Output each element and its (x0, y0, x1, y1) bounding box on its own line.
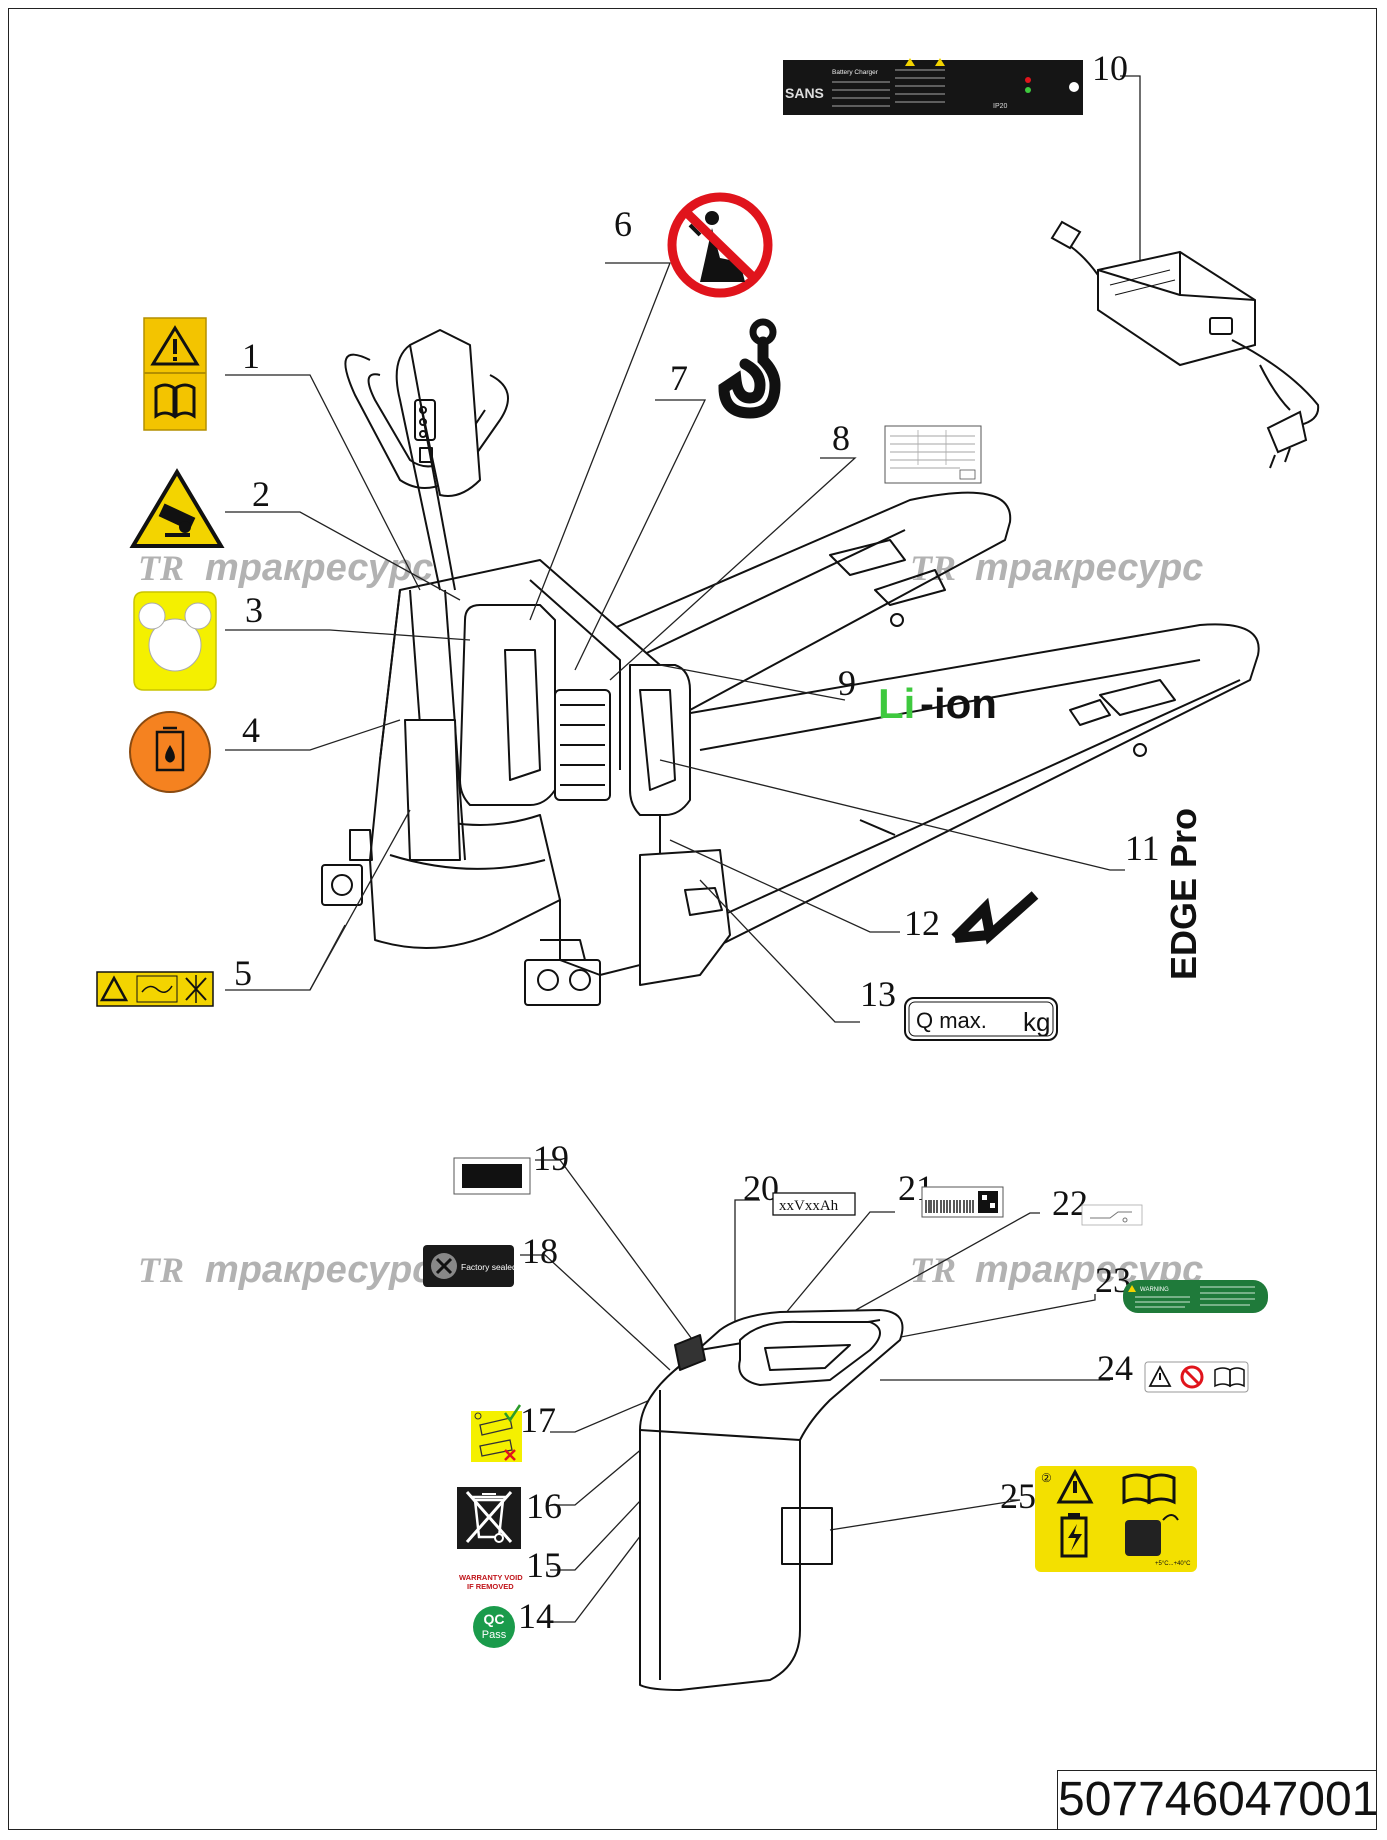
q-max-label: Q max. kg (904, 997, 1058, 1041)
svg-text:тракресурс: тракресурс (975, 547, 1203, 589)
svg-text:-ion: -ion (920, 680, 997, 727)
watermark-2: TR тракресурс (910, 547, 1203, 589)
callout-8: 8 (832, 418, 850, 458)
callout-16: 16 (526, 1486, 562, 1526)
svg-text:②: ② (1041, 1471, 1052, 1485)
svg-text:IP20: IP20 (993, 103, 1008, 110)
pallet-truck-drawing (321, 329, 1260, 1006)
callout-7: 7 (670, 358, 688, 398)
voltage-capacity-label: xxVxxAh (772, 1192, 856, 1216)
crush-hazard-icon (129, 468, 225, 548)
factory-sealed-label: Factory sealed (423, 1245, 517, 1287)
svg-text:Q max.: Q max. (916, 1008, 987, 1033)
callout-24: 24 (1097, 1348, 1133, 1388)
mouse-shape-icon (133, 591, 217, 691)
no-riding-icon (667, 192, 773, 298)
svg-text:Pass: Pass (482, 1629, 507, 1641)
callout-18: 18 (522, 1231, 558, 1271)
li-ion-label: Li -ion (878, 680, 997, 727)
stripe-mark-icon (951, 891, 1039, 945)
green-warning-label: WARNING (1123, 1280, 1268, 1313)
warranty-void-label: WARRANTY VOID IF REMOVED (459, 1573, 523, 1591)
callout-14: 14 (518, 1596, 554, 1636)
callout-25: 25 (1000, 1476, 1036, 1516)
label-5-wheel-warning (96, 971, 214, 1007)
callout-3: 3 (245, 590, 263, 630)
callout-11: 11 (1125, 828, 1160, 868)
label-24-warning-strip (1144, 1361, 1249, 1393)
label-25-battery-warning: ② +5°C...+40°C (1035, 1466, 1197, 1572)
callout-10: 10 (1092, 48, 1128, 88)
watermark-3: TR тракресурс (138, 1249, 433, 1291)
callout-1: 1 (242, 336, 260, 376)
wheelie-bin-icon (457, 1487, 521, 1549)
drawing-frame (8, 8, 1377, 1830)
battery-charger-icon (1050, 220, 1320, 469)
svg-text:xxVxxAh: xxVxxAh (779, 1198, 839, 1214)
callout-17: 17 (520, 1400, 556, 1440)
svg-text:Li: Li (878, 680, 915, 727)
svg-text:TR: TR (138, 548, 184, 588)
svg-text:+5°C...+40°C: +5°C...+40°C (1155, 1561, 1191, 1567)
callout-9: 9 (838, 663, 856, 703)
document-number: 507746047001 (1057, 1770, 1378, 1830)
watermark-1: TR тракресурс (138, 547, 433, 589)
lifting-hook-icon (718, 318, 781, 419)
barcode-label (921, 1186, 1004, 1218)
svg-text:WARRANTY VOID: WARRANTY VOID (459, 1573, 523, 1582)
svg-text:TR: TR (910, 548, 956, 588)
warning-manual-icon (150, 325, 200, 419)
svg-text:Factory sealed: Factory sealed (461, 1262, 517, 1272)
callout-15: 15 (526, 1545, 562, 1585)
svg-text:тракресурс: тракресурс (205, 547, 433, 589)
callout-6: 6 (614, 204, 632, 244)
svg-text:тракресурс: тракресурс (205, 1249, 433, 1291)
svg-text:TR: TR (910, 1250, 956, 1290)
qc-pass-label: QC Pass (473, 1606, 515, 1648)
callout-2: 2 (252, 474, 270, 514)
label-1-warning-manual (143, 317, 207, 431)
svg-text:Battery Charger: Battery Charger (832, 69, 879, 76)
callout-13: 13 (860, 974, 896, 1014)
small-diagram-label (1081, 1204, 1143, 1226)
callout-4: 4 (242, 710, 260, 750)
callout-12: 12 (904, 903, 940, 943)
edge-pro-label: EDGE Pro (1163, 808, 1204, 980)
spec-plate-icon (884, 425, 982, 484)
charger-nameplate: SANS Battery Charger IP20 (783, 58, 1083, 115)
label-17-orientation (471, 1404, 522, 1462)
oil-drop-icon (129, 711, 211, 793)
label-19-black-plate (453, 1157, 531, 1195)
svg-text:SANS: SANS (785, 85, 824, 101)
svg-text:TR: TR (138, 1250, 184, 1290)
callout-5: 5 (234, 953, 252, 993)
svg-text:IF REMOVED: IF REMOVED (467, 1582, 514, 1591)
svg-text:kg: kg (1023, 1007, 1050, 1037)
svg-text:WARNING: WARNING (1140, 1287, 1169, 1293)
svg-text:QC: QC (484, 1611, 505, 1627)
battery-pack-drawing (639, 1309, 904, 1691)
callout-19: 19 (533, 1138, 569, 1178)
